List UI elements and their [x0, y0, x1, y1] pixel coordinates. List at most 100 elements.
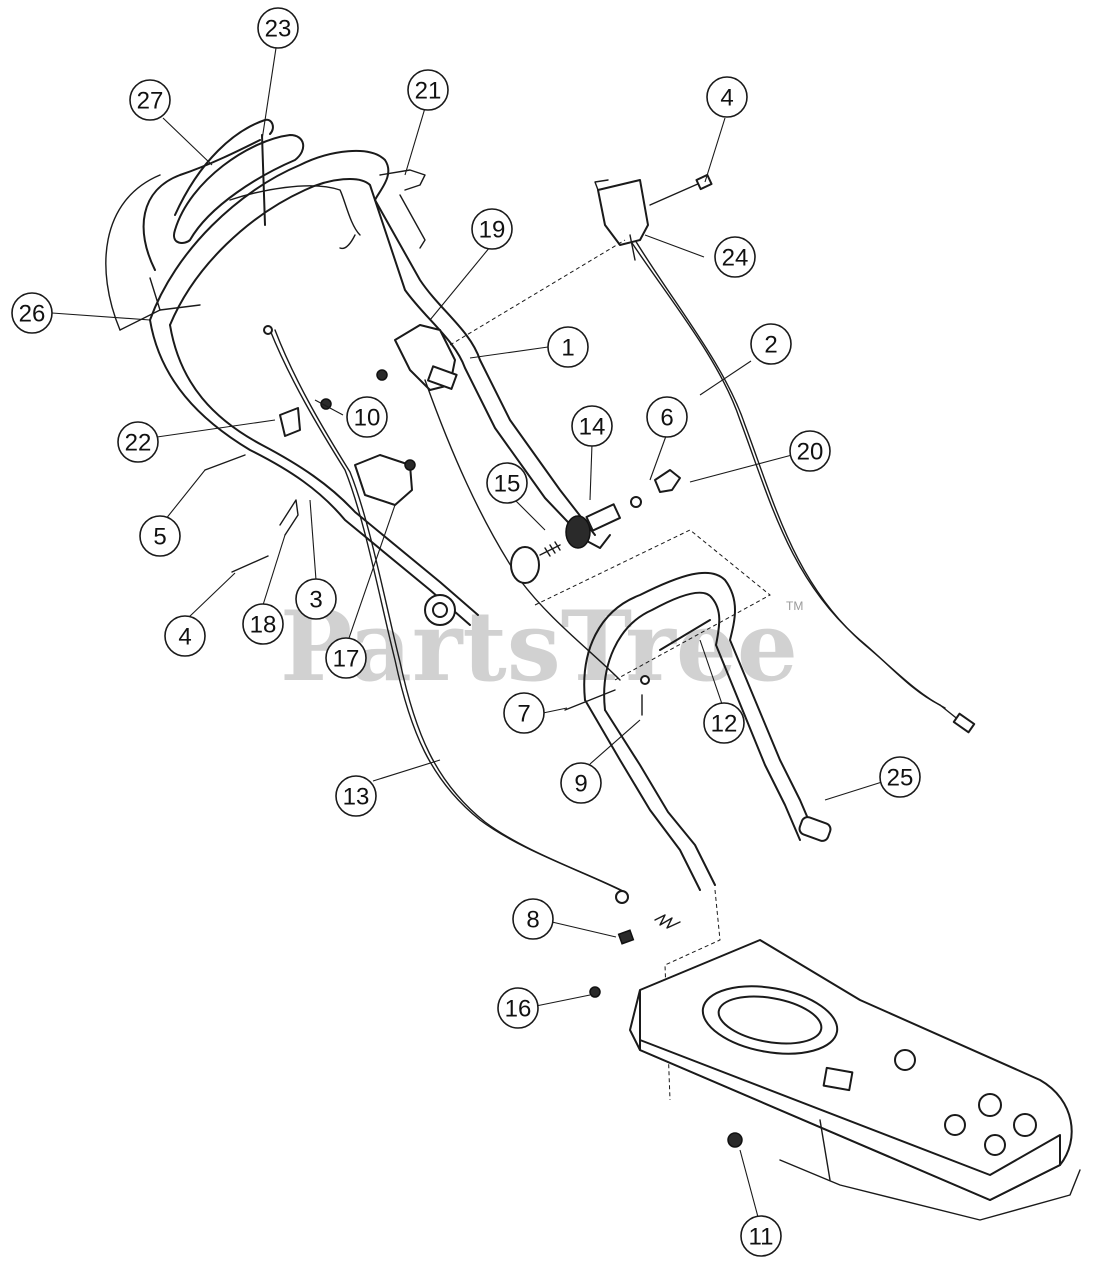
callout-circle — [740, 1215, 782, 1257]
nut-lower — [404, 459, 416, 471]
callout-15: 15 — [486, 462, 528, 504]
callout-circle — [407, 69, 449, 111]
callout-7: 7 — [503, 692, 545, 734]
callout-number: 16 — [505, 996, 532, 1023]
callout-number: 26 — [19, 301, 46, 328]
callout-circle — [560, 762, 602, 804]
callout-number: 11 — [749, 1224, 774, 1251]
hinge-bracket — [279, 407, 301, 437]
callout-circle — [11, 292, 53, 334]
callout-number: 21 — [415, 78, 442, 105]
hairpin-clip — [279, 499, 299, 536]
nut-16 — [589, 986, 601, 998]
bail-lever — [173, 118, 305, 244]
callout-number: 27 — [137, 88, 164, 115]
callout-number: 7 — [517, 701, 530, 728]
callout-21: 21 — [407, 69, 449, 111]
callout-number: 3 — [309, 587, 322, 614]
cable-end-8 — [615, 890, 629, 904]
callout-number: 4 — [178, 624, 191, 651]
callout-circle — [646, 396, 688, 438]
callout-number: 25 — [887, 765, 914, 792]
callout-number: 23 — [265, 16, 292, 43]
upper-handle — [149, 149, 611, 626]
callout-number: 9 — [574, 771, 587, 798]
nut-upper — [376, 369, 388, 381]
nut-7 — [640, 675, 650, 685]
bolt-7 — [564, 689, 616, 711]
bolt-top — [649, 182, 701, 206]
ref-line-2 — [534, 529, 771, 681]
callout-19: 19 — [471, 208, 513, 250]
callout-13: 13 — [335, 775, 377, 817]
callout-circle — [571, 405, 613, 447]
callout-4b: 4 — [164, 615, 206, 657]
callout-25: 25 — [879, 756, 921, 798]
bolt-5 — [204, 454, 246, 471]
callout-8: 8 — [512, 898, 554, 940]
callout-number: 17 — [333, 646, 360, 673]
callout-number: 10 — [354, 405, 381, 432]
callout-circle — [129, 79, 171, 121]
bolt-4-lower — [231, 555, 269, 573]
control-rod — [229, 169, 426, 250]
throttle-cable — [629, 239, 976, 734]
callout-circle — [503, 692, 545, 734]
washer — [630, 496, 642, 508]
callout-18: 18 — [242, 603, 284, 645]
callout-number: 12 — [711, 711, 738, 738]
callout-circle — [512, 898, 554, 940]
callout-circle — [706, 76, 748, 118]
callout-circle — [242, 603, 284, 645]
ref-line-1 — [449, 239, 626, 346]
callout-4a: 4 — [706, 76, 748, 118]
callout-number: 18 — [250, 612, 277, 639]
nut-11 — [727, 1132, 743, 1148]
long-bolt — [659, 619, 711, 651]
leader-lines — [51, 47, 883, 1218]
callout-circle — [346, 396, 388, 438]
cable-clip — [654, 469, 681, 493]
callout-24: 24 — [714, 236, 756, 278]
watermark: PartsTree — [280, 590, 798, 703]
callout-circle — [714, 236, 756, 278]
callout-circle — [471, 208, 513, 250]
callout-circle — [547, 326, 589, 368]
callout-9: 9 — [560, 762, 602, 804]
callout-26: 26 — [11, 292, 53, 334]
callout-1: 1 — [547, 326, 589, 368]
adjuster-assembly — [510, 503, 621, 584]
callout-27: 27 — [129, 79, 171, 121]
callout-number: 1 — [561, 335, 574, 362]
cable-bracket — [594, 179, 649, 261]
callout-5: 5 — [139, 515, 181, 557]
callout-circle — [789, 430, 831, 472]
callout-number: 14 — [579, 414, 606, 441]
deck — [629, 939, 1081, 1221]
cable-guide — [354, 454, 456, 626]
callout-6: 6 — [646, 396, 688, 438]
callout-20: 20 — [789, 430, 831, 472]
callout-16: 16 — [497, 987, 539, 1029]
bolt-8 — [617, 929, 635, 945]
callout-12: 12 — [703, 702, 745, 744]
callout-11: 11 — [740, 1215, 782, 1257]
callout-number: 13 — [343, 784, 370, 811]
callout-circle — [295, 578, 337, 620]
callout-number: 22 — [125, 430, 152, 457]
callout-2: 2 — [750, 323, 792, 365]
control-housing — [394, 324, 458, 391]
callout-23: 23 — [257, 7, 299, 49]
callout-number: 15 — [494, 471, 521, 498]
callout-circle — [486, 462, 528, 504]
callout-17: 17 — [325, 637, 367, 679]
callout-circle — [879, 756, 921, 798]
callout-14: 14 — [571, 405, 613, 447]
callout-circle — [497, 987, 539, 1029]
callout-3: 3 — [295, 578, 337, 620]
callout-number: 8 — [526, 907, 539, 934]
watermark-trademark: TM — [786, 599, 803, 613]
callout-10: 10 — [346, 396, 388, 438]
